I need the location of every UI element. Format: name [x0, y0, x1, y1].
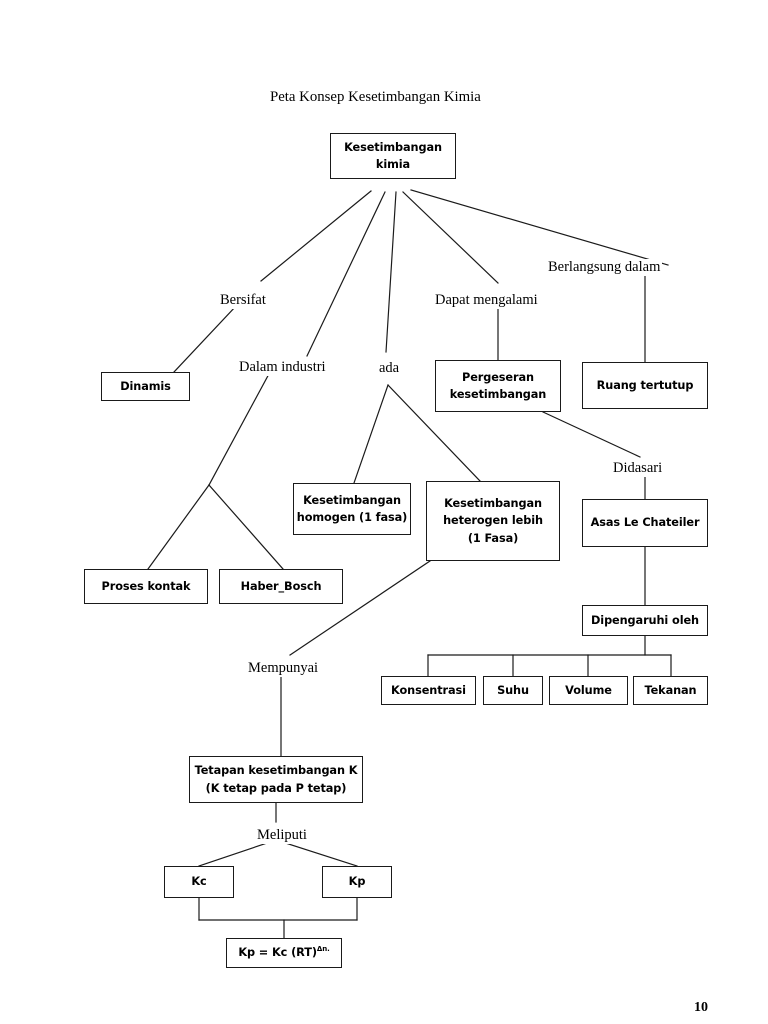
node-label: Pergeseran — [462, 370, 534, 384]
edge-heterogen-mempunyai — [289, 560, 431, 656]
node-label: Volume — [565, 683, 612, 697]
node-label: Ruang tertutup — [596, 378, 694, 392]
node-tekanan: Tekanan — [633, 676, 708, 705]
edge-bersifat-dinamis — [173, 304, 238, 373]
link-label-didasari: Didasari — [611, 460, 665, 477]
node-suhu: Suhu — [483, 676, 543, 705]
link-label-berlangsung-dalam: Berlangsung dalam — [546, 259, 663, 276]
node-kp: Kp — [322, 866, 392, 898]
link-label-ada: ada — [377, 360, 402, 377]
node-label: Dipengaruhi oleh — [591, 613, 699, 627]
node-label: Kesetimbangan — [444, 496, 542, 510]
node-proses: Proses kontak — [84, 569, 208, 604]
edge-fork-proseskontak — [147, 484, 210, 570]
node-root: Kesetimbangan kimia — [330, 133, 456, 179]
node-label: Kesetimbangan — [303, 493, 401, 507]
node-label: Kp = Kc (RT)Δn. — [238, 945, 330, 960]
page-title: Peta Konsep Kesetimbangan Kimia — [270, 89, 481, 105]
node-homogen: Kesetimbangan homogen (1 fasa) — [293, 483, 411, 535]
node-label: Kc — [191, 875, 207, 889]
node-label: Dinamis — [120, 379, 171, 393]
node-label: Konsentrasi — [391, 683, 466, 697]
edge-meliputi-kp — [275, 839, 358, 867]
node-haber: Haber_Bosch — [219, 569, 343, 604]
node-label: Haber_Bosch — [240, 579, 322, 593]
node-label: Suhu — [497, 683, 529, 697]
node-label: Tetapan kesetimbangan K — [194, 764, 358, 777]
edge-root-dapatmengalami — [402, 191, 499, 284]
edge-dalamindustri-fork — [208, 371, 271, 486]
node-label: heterogen lebih — [443, 514, 543, 528]
edge-meliputi-kc — [198, 839, 277, 867]
link-label-mempunyai: Mempunyai — [246, 660, 321, 677]
edge-pergeseran-didasari — [542, 411, 641, 458]
node-label: (1 Fasa) — [467, 531, 519, 545]
link-label-dalam-industri: Dalam industri — [237, 359, 328, 376]
node-label: Tekanan — [644, 683, 697, 697]
link-label-meliputi: Meliputi — [255, 827, 309, 844]
node-volume: Volume — [549, 676, 628, 705]
edge-root-berlangsungdalam — [410, 189, 669, 266]
node-label: Kp — [348, 875, 366, 889]
node-label: Kesetimbangan — [344, 140, 442, 154]
node-dipengaruhi: Dipengaruhi oleh — [582, 605, 708, 636]
node-superscript: Δn. — [316, 945, 330, 954]
edge-root-bersifat — [260, 190, 372, 282]
node-label: homogen (1 fasa) — [296, 511, 408, 524]
node-asas: Asas Le Chateiler — [582, 499, 708, 547]
node-label: (K tetap pada P tetap) — [205, 781, 347, 795]
link-label-dapat-mengalami: Dapat mengalami — [433, 292, 540, 309]
node-ruang: Ruang tertutup — [582, 362, 708, 409]
node-dinamis: Dinamis — [101, 372, 190, 401]
node-formula: Kp = Kc (RT)Δn. — [226, 938, 342, 968]
edge-root-dalamindustri — [306, 191, 386, 357]
node-konsentrasi: Konsentrasi — [381, 676, 476, 705]
node-label: Proses kontak — [101, 579, 191, 593]
node-label: kesetimbangan — [449, 388, 547, 401]
edge-fork-haberbosch — [208, 484, 284, 570]
page-number: 10 — [694, 1000, 708, 1015]
edge-root-ada — [385, 191, 397, 353]
node-tetapan: Tetapan kesetimbangan K (K tetap pada P t… — [189, 756, 363, 803]
node-pergeseran: Pergeseran kesetimbangan — [435, 360, 561, 412]
edge-ada-heterogen — [387, 384, 481, 482]
node-label: Asas Le Chateiler — [590, 516, 700, 530]
node-kc: Kc — [164, 866, 234, 898]
node-heterogen: Kesetimbangan heterogen lebih (1 Fasa) — [426, 481, 560, 561]
edge-ada-homogen — [353, 384, 389, 484]
node-label: kimia — [375, 158, 411, 171]
link-label-bersifat: Bersifat — [218, 292, 268, 309]
